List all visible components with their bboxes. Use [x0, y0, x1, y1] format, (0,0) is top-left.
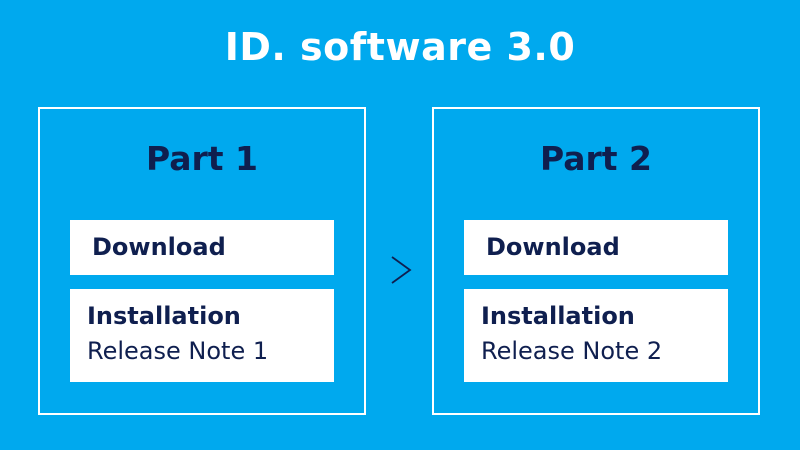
part-1-installation-box: Installation Release Note 1: [70, 289, 334, 382]
part-2-installation-label: Installation: [481, 302, 635, 330]
part-1-panel: Part 1 Download Installation Release Not…: [38, 107, 366, 415]
part-2-download-box: Download: [464, 220, 728, 275]
part-2-release-note: Release Note 2: [481, 337, 663, 365]
chevron-right-icon: [391, 256, 412, 284]
part-1-installation-label: Installation: [87, 302, 241, 330]
diagram-title: ID. software 3.0: [224, 25, 576, 69]
part-2-panel: Part 2 Download Installation Release Not…: [432, 107, 760, 415]
part-2-title: Part 2: [539, 139, 653, 178]
part-2-installation-box: Installation Release Note 2: [464, 289, 728, 382]
part-1-release-note: Release Note 1: [87, 337, 269, 365]
part-1-download-box: Download: [70, 220, 334, 275]
part-1-title: Part 1: [145, 139, 259, 178]
